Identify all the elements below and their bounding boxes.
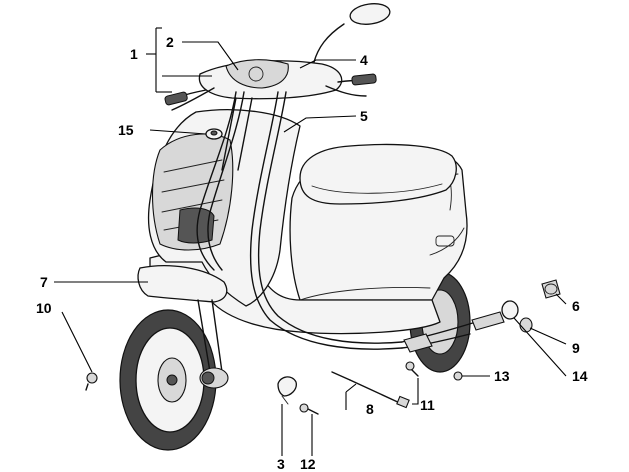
callout-8: 8 <box>366 401 374 417</box>
front-wheel <box>119 299 229 451</box>
screw-10 <box>85 372 98 391</box>
scooter-body <box>137 109 468 335</box>
callout-2: 2 <box>166 34 174 50</box>
rear-hardware <box>85 128 561 415</box>
callout-labels: 1 2 4 5 15 7 10 6 9 13 14 8 11 3 12 <box>36 34 588 472</box>
callout-14: 14 <box>572 368 588 384</box>
callout-12: 12 <box>300 456 316 472</box>
callout-9: 9 <box>572 340 580 356</box>
handlebar <box>164 3 391 171</box>
callout-4: 4 <box>360 52 368 68</box>
callout-15: 15 <box>118 122 134 138</box>
callout-11: 11 <box>420 397 435 413</box>
cap-15 <box>205 128 223 140</box>
callout-1: 1 <box>130 46 138 62</box>
callout-7: 7 <box>40 274 48 290</box>
callout-3: 3 <box>277 456 285 472</box>
clip-3 <box>277 376 297 405</box>
screw-13 <box>453 371 463 381</box>
callout-13: 13 <box>494 368 510 384</box>
callout-5: 5 <box>360 108 368 124</box>
leader-lines <box>54 27 567 456</box>
seat <box>299 143 457 205</box>
callout-6: 6 <box>572 298 580 314</box>
screw-11 <box>405 361 419 377</box>
bolt-8 <box>331 371 410 409</box>
callout-10: 10 <box>36 300 52 316</box>
screw-12 <box>299 403 319 415</box>
